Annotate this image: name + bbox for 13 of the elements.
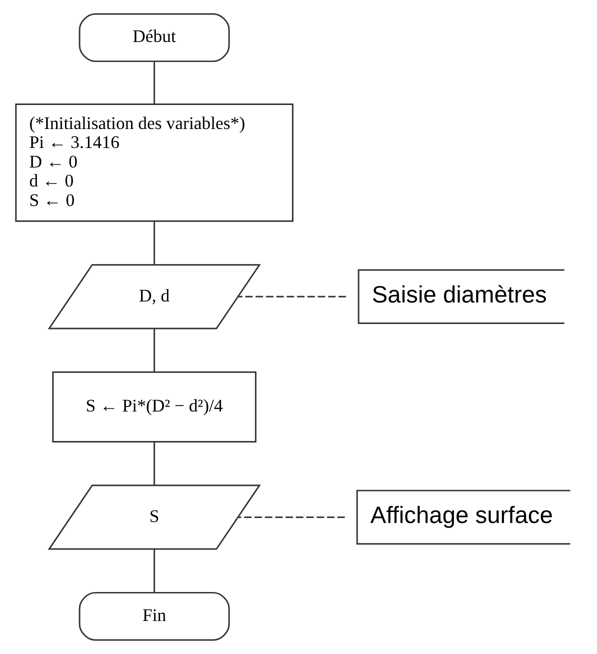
node-box: Début <box>78 13 230 62</box>
connector <box>153 62 155 104</box>
connector <box>153 442 155 485</box>
node-text: Saisie diamètres <box>371 282 546 308</box>
connector <box>238 516 344 518</box>
node-box: (*Initialisation des variables*) Pi ← 3.1416 D ← 0 d ← 0 S ← 0 <box>14 104 293 222</box>
node-box: S ← Pi*(D² − d²)/4 <box>52 371 256 442</box>
node-text: Affichage surface <box>370 502 552 529</box>
connector <box>153 549 155 593</box>
connector <box>153 328 155 372</box>
node-box: Fin <box>78 592 230 641</box>
connector <box>153 221 155 265</box>
connector <box>238 296 346 298</box>
